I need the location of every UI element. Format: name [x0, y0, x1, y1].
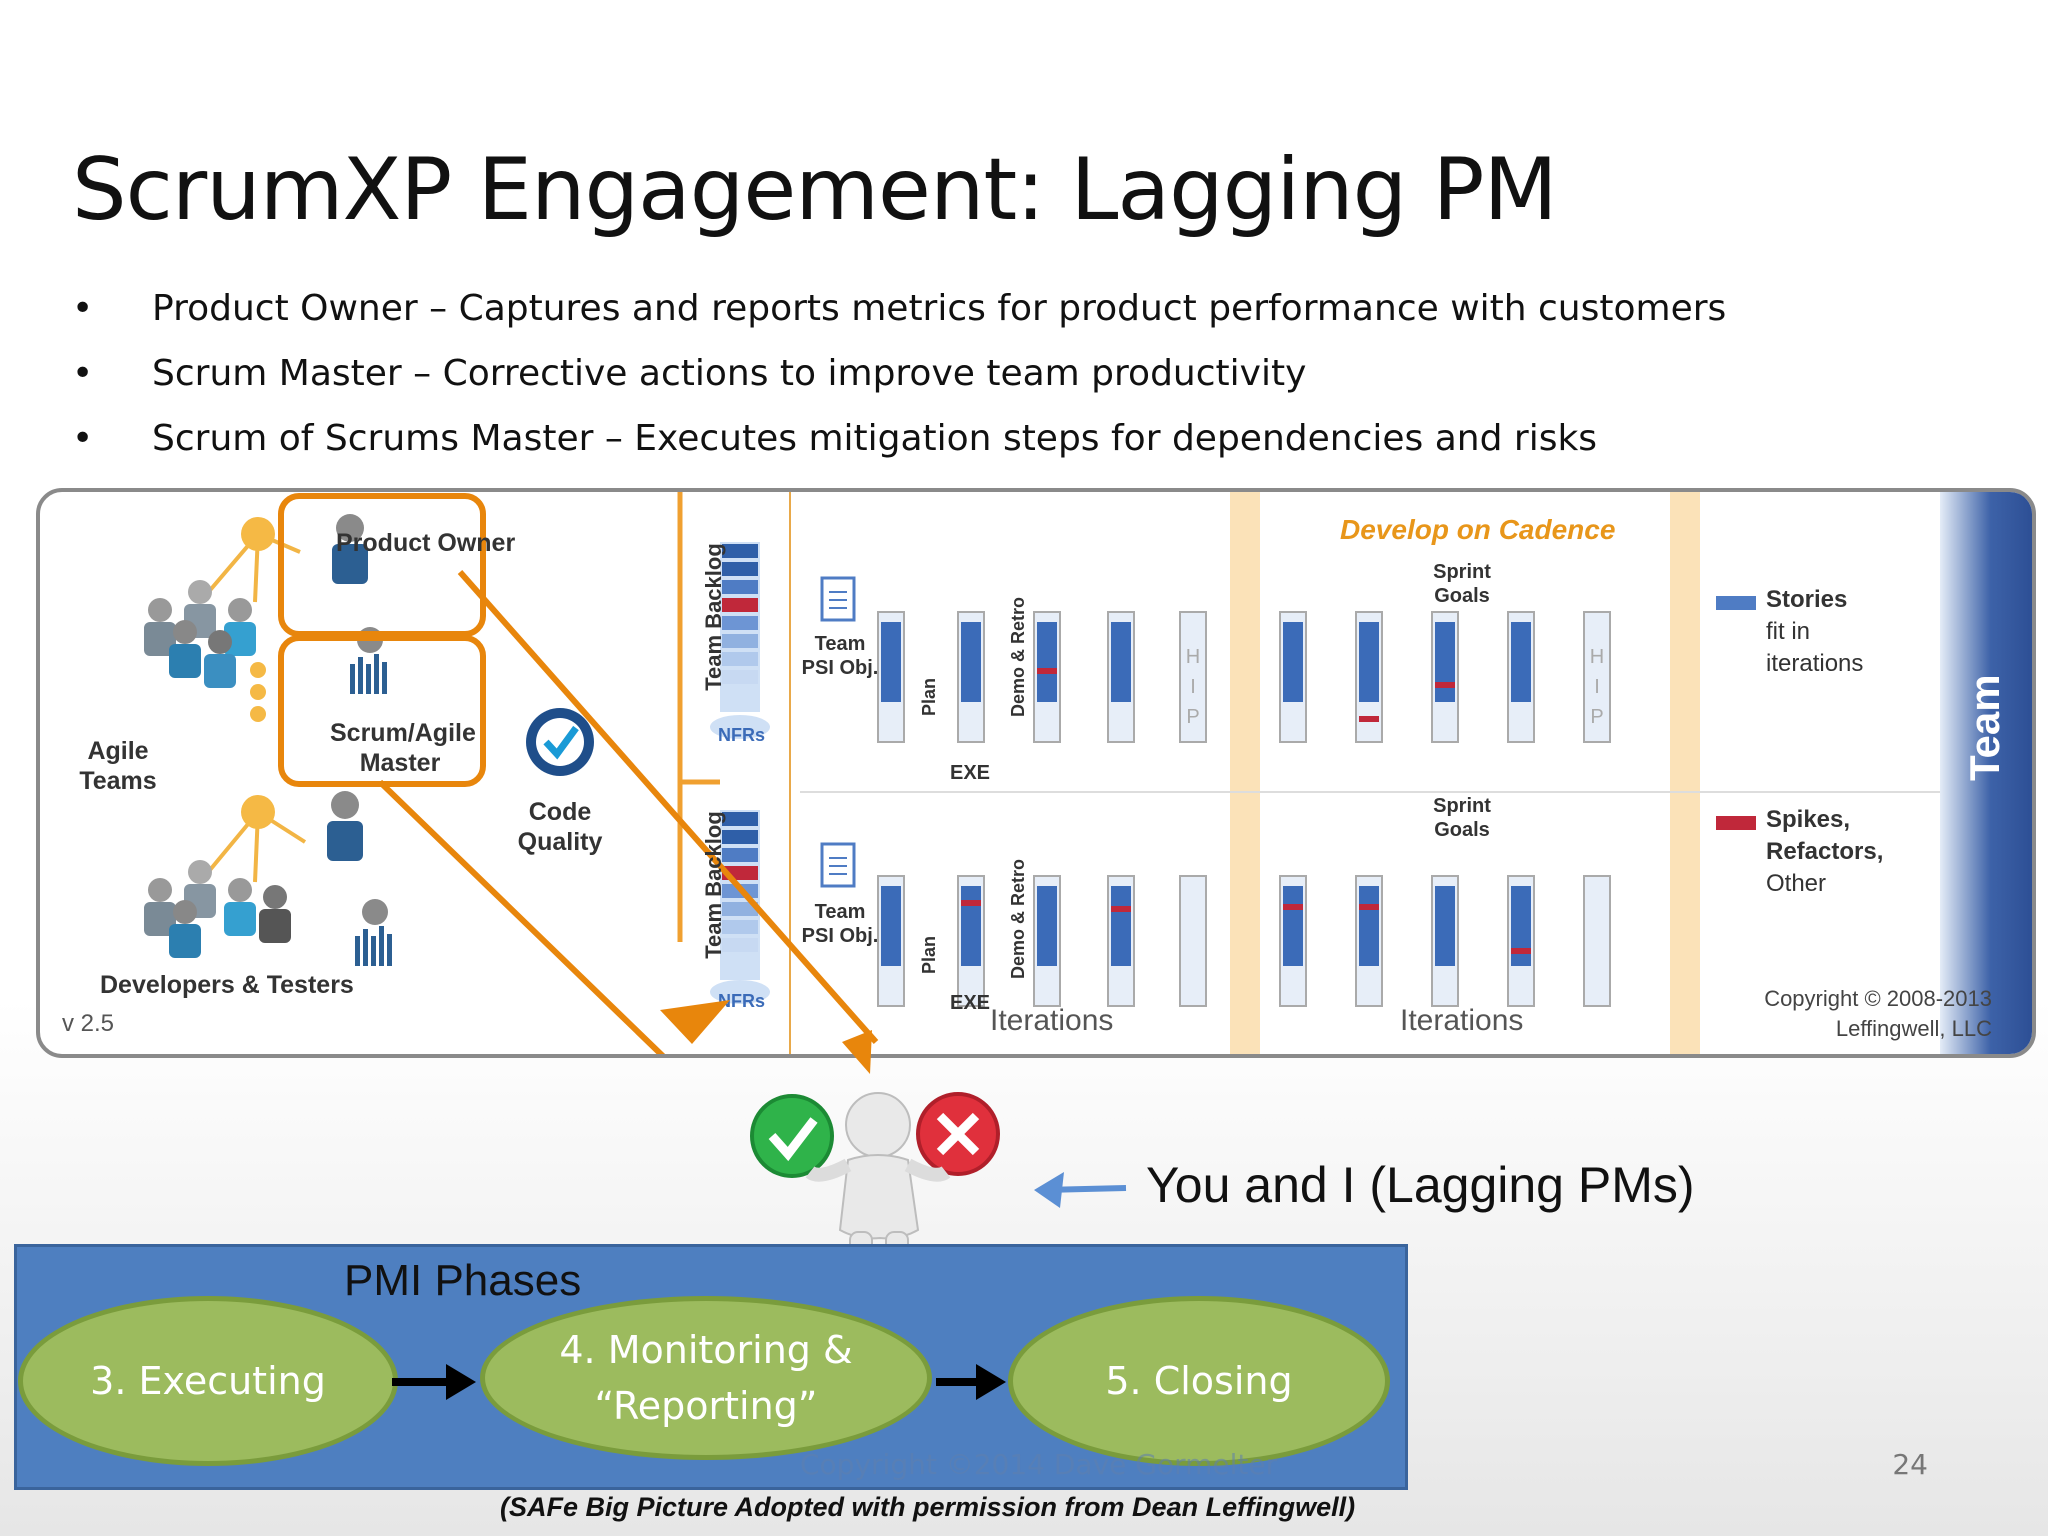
demo-retro-label: Demo & Retro	[1008, 858, 1029, 980]
pmi-phases-title: PMI Phases	[344, 1256, 582, 1305]
team-backlog-label: Team Backlog	[700, 811, 726, 959]
iterations-label: Iterations	[1400, 1004, 1524, 1037]
sprint-goals-label: Sprint Goals	[1433, 795, 1491, 841]
team-backlog-stack	[710, 810, 770, 1004]
slide-title: ScrumXP Engagement: Lagging PM	[72, 140, 1558, 240]
cadence-stripe	[1670, 492, 1700, 1054]
left-arrow-icon	[1034, 1172, 1127, 1208]
code-quality-icon	[526, 708, 594, 776]
product-owner-label: Product Owner	[336, 529, 516, 557]
product-owner-highlight	[278, 493, 486, 637]
team-backlog-label: Team Backlog	[700, 543, 726, 691]
team-node	[241, 517, 275, 551]
nfrs-label: NFRs	[718, 725, 766, 745]
cadence-stripe	[1230, 492, 1260, 1054]
team-band	[1940, 492, 2032, 1054]
legend-stories: Stories fit in iterations	[1766, 586, 1864, 677]
exe-label: EXE	[950, 992, 991, 1014]
exe-label: EXE	[950, 762, 991, 784]
dots-icon	[250, 706, 266, 722]
backlog-bracket	[677, 492, 720, 942]
phase-executing: 3. Executing	[18, 1296, 398, 1466]
dots-icon	[250, 662, 266, 678]
phase-closing: 5. Closing	[1008, 1296, 1390, 1466]
dev-testers-label: Developers & Testers	[100, 971, 354, 999]
demo-retro-label: Demo & Retro	[1008, 596, 1029, 718]
team-people-icon	[144, 860, 291, 958]
plan-label: Plan	[919, 935, 940, 975]
page-number: 24	[1892, 1448, 1928, 1481]
bullet-list: •Product Owner – Captures and reports me…	[72, 282, 1726, 477]
scrum-master-label: Scrum/Agile Master	[330, 719, 476, 777]
team-psi-label: Team PSI Obj.	[801, 901, 879, 947]
team-people-icon	[144, 580, 256, 688]
bullet-symbol: •	[72, 418, 94, 459]
code-quality-label: Code Quality	[517, 798, 603, 856]
dots-icon	[250, 684, 266, 700]
bullet-symbol: •	[72, 288, 94, 329]
org-lines	[198, 532, 307, 884]
legend-spikes-swatch	[1716, 816, 1756, 830]
hip-label: H I P	[1589, 646, 1605, 728]
cross-icon	[916, 1092, 1000, 1176]
plan-label: Plan	[919, 677, 940, 717]
watermark: Copyright ©2014 Dave Gormelter	[800, 1448, 1278, 1481]
spike-marks	[961, 668, 1531, 954]
agile-teams-label: Agile Teams	[79, 737, 157, 795]
team-psi-label: Team PSI Obj.	[801, 633, 879, 679]
version-label: v 2.5	[62, 1010, 115, 1037]
bullet-symbol: •	[72, 353, 94, 394]
safe-diagram	[144, 492, 2000, 1054]
sprint-goals-label: Sprint Goals	[1433, 561, 1491, 607]
bullet-item: •Product Owner – Captures and reports me…	[72, 282, 1726, 347]
document-icon	[820, 576, 856, 622]
scrum-master-icon	[350, 627, 392, 966]
team-label: Team	[1961, 674, 2008, 781]
team-backlog-stack	[710, 542, 770, 739]
document-icon	[820, 842, 856, 888]
hip-label: H I P	[1185, 646, 1201, 728]
safe-big-picture-panel: Product Owner Scrum/Agile Master Agile T…	[36, 488, 2036, 1058]
bullet-item: •Scrum of Scrums Master – Executes mitig…	[72, 412, 1726, 477]
team-node	[241, 795, 275, 829]
legend-stories-swatch	[1716, 596, 1756, 610]
safe-copyright: Copyright © 2008-2013 Leffingwell, LLC	[1764, 986, 1992, 1041]
bullet-item: •Scrum Master – Corrective actions to im…	[72, 347, 1726, 412]
develop-on-cadence-label: Develop on Cadence	[1340, 514, 1616, 545]
check-icon	[750, 1094, 834, 1178]
nfrs-label: NFRs	[718, 991, 766, 1011]
iterations-label: Iterations	[990, 1004, 1114, 1037]
owner-arrow	[377, 570, 879, 1054]
legend-spikes: Spikes, Refactors, Other	[1766, 806, 1884, 897]
phase-monitoring: 4. Monitoring & “Reporting”	[480, 1296, 932, 1460]
product-owner-icon	[327, 791, 363, 861]
product-owner-icon	[332, 514, 368, 584]
credit-line: (SAFe Big Picture Adopted with permissio…	[500, 1492, 1356, 1522]
you-and-i-label: You and I (Lagging PMs)	[1146, 1157, 1695, 1213]
